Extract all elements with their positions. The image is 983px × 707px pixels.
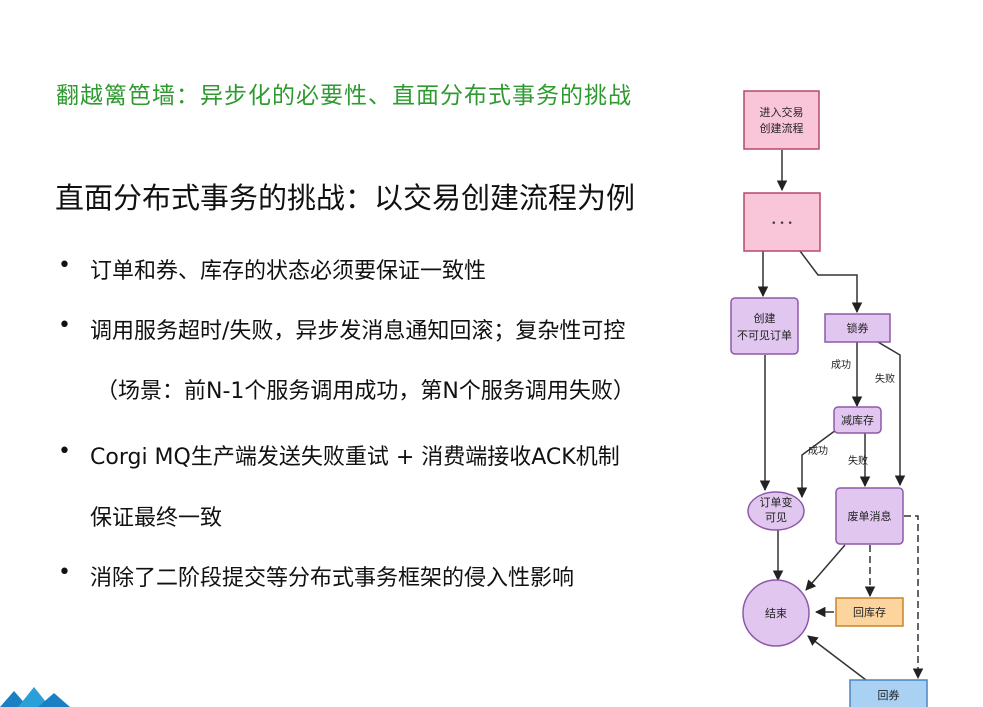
node-end-label: 结束 bbox=[765, 607, 787, 620]
node-return-stock: 回库存 bbox=[835, 597, 904, 627]
node-end: 结束 bbox=[742, 579, 810, 647]
slide-subtitle: 直面分布式事务的挑战：以交易创建流程为例 bbox=[55, 181, 636, 215]
node-start-line2: 创建流程 bbox=[760, 121, 804, 135]
node-cancel-label: 废单消息 bbox=[848, 509, 892, 523]
node-return-coupon: 回券 bbox=[849, 679, 928, 707]
edge-cancel-to-return-coupon bbox=[904, 515, 924, 680]
flowchart-diagram: 进入交易 创建流程 • • • 创建 不可见订单 锁券 成功 失败 减库存 成功… bbox=[730, 90, 928, 707]
node-lock-coupon: 锁券 bbox=[824, 313, 891, 343]
node-start: 进入交易 创建流程 bbox=[743, 90, 820, 150]
node-visible-line2: 可见 bbox=[765, 511, 787, 524]
edge-label-lock-success: 成功 bbox=[831, 359, 851, 371]
node-dots-label: • • • bbox=[771, 219, 793, 229]
edge-lock-to-cancel bbox=[877, 341, 906, 487]
brand-logo bbox=[0, 687, 70, 707]
edge-label-stock-fail: 失败 bbox=[848, 454, 868, 467]
node-reduce-stock: 减库存 bbox=[833, 406, 882, 434]
bullet-dot: • bbox=[58, 439, 71, 464]
node-return-stock-label: 回库存 bbox=[853, 605, 886, 619]
bullet-text: 调用服务超时/失败，异步发消息通知回滚；复杂性可控 bbox=[90, 319, 626, 344]
bullet-dot: • bbox=[58, 560, 71, 585]
edge-dots-to-lock bbox=[799, 250, 863, 314]
node-create-line2: 不可见订单 bbox=[737, 329, 792, 342]
node-cancel-msg: 废单消息 bbox=[835, 487, 904, 545]
bullet-text: 消除了二阶段提交等分布式事务框架的侵入性影响 bbox=[90, 566, 575, 591]
edge-cancel-to-end bbox=[805, 544, 846, 591]
edge-return-coupon-to-end bbox=[807, 635, 867, 681]
node-visible-line1: 订单变 bbox=[760, 495, 793, 509]
bullet-dot: • bbox=[58, 313, 71, 338]
node-order-visible: 订单变 可见 bbox=[747, 491, 805, 531]
node-create-invisible: 创建 不可见订单 bbox=[730, 297, 799, 355]
bullet-text: 订单和券、库存的状态必须要保证一致性 bbox=[90, 259, 487, 284]
edge-label-lock-fail: 失败 bbox=[875, 372, 895, 385]
bullet-continuation: （场景：前N-1个服务调用成功，第N个服务调用失败） bbox=[96, 379, 635, 404]
bullet-continuation: 保证最终一致 bbox=[90, 506, 223, 531]
edge-label-stock-success: 成功 bbox=[808, 445, 828, 457]
node-create-line1: 创建 bbox=[754, 311, 776, 325]
node-lock-label: 锁券 bbox=[847, 321, 869, 335]
node-dots: • • • bbox=[743, 192, 821, 252]
bullet-text: Corgi MQ生产端发送失败重试 + 消费端接收ACK机制 bbox=[90, 445, 620, 470]
node-start-line1: 进入交易 bbox=[760, 105, 804, 119]
node-return-coupon-label: 回券 bbox=[878, 688, 900, 702]
slide-title: 翻越篱笆墙：异步化的必要性、直面分布式事务的挑战 bbox=[56, 83, 632, 109]
edge-stock-to-visible bbox=[796, 429, 837, 499]
bullet-dot: • bbox=[58, 253, 71, 278]
node-stock-label: 减库存 bbox=[841, 413, 874, 427]
